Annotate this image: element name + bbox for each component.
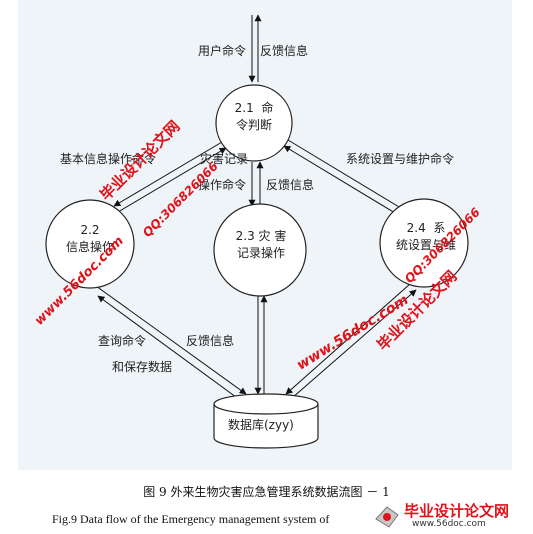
flow-label-n23-feedback: 反馈信息 (266, 178, 315, 192)
flow-label-basic-info-command: 基本信息操作命令 (60, 152, 157, 166)
node-2-4-number: 2.4 (406, 221, 426, 235)
flow-n22-to-store-arrow (95, 285, 247, 395)
flow-n21-to-n22-arrow (113, 141, 223, 207)
node-2-1-text1: 命 (261, 101, 274, 115)
node-2-2-text2: 信息操作 (65, 240, 114, 254)
figure-caption-chinese: 图 9 外来生物灾害应急管理系统数据流图 － 1 (143, 485, 390, 499)
flow-store-to-n24-arrow (291, 289, 417, 399)
node-2-4-text2: 统设置与维 (395, 238, 456, 252)
flow-label-save-data: 和保存数据 (112, 360, 173, 374)
figure-caption-english: Fig.9 Data flow of the Emergency managem… (52, 512, 330, 526)
flow-label-operation-command: 操作命令 (198, 178, 247, 192)
node-2-3-text2: 记录操作 (236, 246, 285, 260)
flow-label-user-command: 用户命令 (198, 44, 247, 58)
site-logo: 毕业设计论文网 www.56doc.com (370, 500, 530, 532)
node-2-1-text2: 令判断 (235, 118, 272, 132)
node-2-3-label: 2.3 灾 害 记录操作 (225, 228, 297, 262)
node-2-1-number: 2.1 (234, 101, 254, 115)
process-node-2-4 (379, 198, 469, 288)
process-node-2-1 (215, 84, 293, 162)
flow-label-store-feedback: 反馈信息 (186, 334, 235, 348)
flow-n24-to-n21-arrow (283, 145, 411, 223)
logo-mark-icon (375, 506, 399, 528)
node-2-4-text1: 系 (433, 221, 446, 235)
flow-n22-to-n21-arrow (117, 147, 227, 213)
flow-label-disaster-record: 灾害记录 (200, 152, 249, 166)
node-2-4-label: 2.4 系 统设置与维 (390, 220, 462, 254)
node-2-3-text1: 灾 害 (258, 229, 287, 243)
process-node-2-2 (45, 199, 135, 289)
logo-site-url: www.56doc.com (412, 519, 486, 529)
process-node-2-3 (213, 203, 307, 297)
flow-n24-to-store-arrow (285, 283, 411, 395)
node-2-2-label: 2.2 信息操作 (54, 222, 126, 256)
flow-n21-to-n24-arrow (287, 139, 415, 217)
node-2-1-label: 2.1 命 令判断 (224, 100, 284, 134)
flow-store-to-n22-arrow (97, 295, 241, 401)
data-store-cylinder (213, 393, 319, 449)
logo-site-name: 毕业设计论文网 (404, 502, 510, 520)
flow-label-system-settings-command: 系统设置与维护命令 (346, 152, 455, 166)
node-2-3-number: 2.3 (235, 229, 255, 243)
node-2-2-number: 2.2 (80, 223, 100, 237)
data-store-label: 数据库(zyy) (228, 418, 294, 432)
flow-label-top-feedback: 反馈信息 (260, 44, 309, 58)
flow-label-query-command: 查询命令 (98, 334, 147, 348)
